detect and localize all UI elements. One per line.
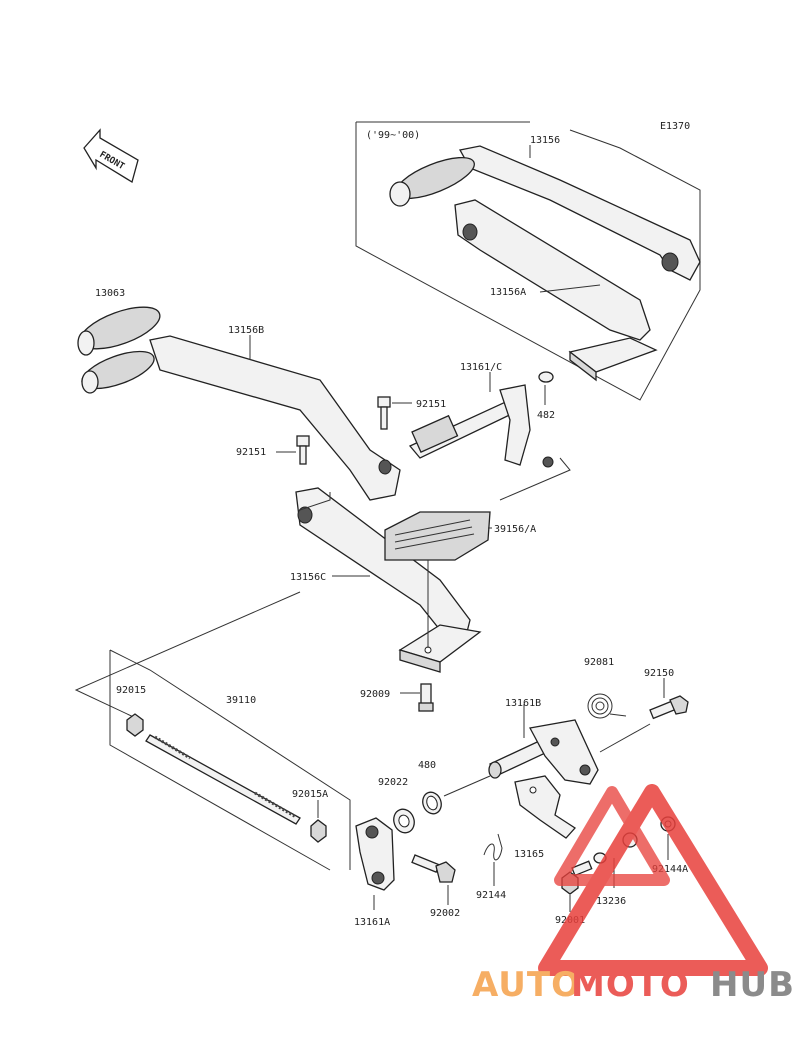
variant-note: ('99~'00) [366,130,420,141]
shift-shaft-13161C [408,384,554,468]
bolt-92009 [418,683,434,712]
callout-92009: 92009 [360,689,390,700]
callout-13161B: 13161B [505,698,541,709]
callout-92144: 92144 [476,890,506,901]
callout-39110: 39110 [226,695,256,706]
callout-92151-left: 92151 [236,447,266,458]
shift-pedal-13156B [81,335,401,501]
callout-13156A: 13156A [490,287,526,298]
callout-480: 480 [418,760,436,771]
spring-92144 [483,833,503,861]
triangle-logo-icon [538,784,768,976]
washer-92022 [393,808,415,834]
nut-92015 [126,713,144,737]
callout-13156C: 13156C [290,572,326,583]
callout-13156B: 13156B [228,325,264,336]
watermark-hub: HUB [710,965,795,1005]
callout-13165: 13165 [514,849,544,860]
callout-482: 482 [537,410,555,421]
automotohub-watermark: AUTO MOTO HUB [472,784,795,1005]
shift-plate-13165 [514,775,576,839]
circlip-482 [538,371,554,383]
spring-92081 [587,693,627,719]
callout-39156A: 39156/A [494,524,536,535]
brake-pedal-pad-39156A [384,511,491,561]
pin-92150 [649,695,689,720]
bolt-92002 [411,854,456,883]
callout-92150: 92150 [644,668,674,679]
bolt-92151-upper [377,396,391,430]
callout-92002: 92002 [430,908,460,919]
circlip-480 [422,791,442,815]
watermark-auto: AUTO [472,965,581,1005]
front-arrow-icon: FRONT [83,128,139,184]
shift-pedal-13156 [389,145,701,281]
callout-13161A: 13161A [354,917,390,928]
callout-13236: 13236 [596,896,626,907]
callout-92015: 92015 [116,685,146,696]
brake-pedal-13156A [454,199,658,382]
shift-lever-13161A [355,817,395,891]
callout-92144A: 92144A [652,864,688,875]
footpeg-rubber-13063 [77,306,161,356]
brake-pedal-13156C [295,487,482,673]
watermark-moto: MOTO [571,965,690,1005]
callout-13156: 13156 [530,135,560,146]
callout-92015A: 92015A [292,789,328,800]
nut-92015A [310,819,327,843]
bolt-92151-left [296,435,310,465]
callout-92151-upper: 92151 [416,399,446,410]
shift-shaft-13161B [488,719,599,785]
diagram-code: E1370 [660,121,690,132]
variant-inset-box [355,121,701,401]
callout-13161C: 13161/C [460,362,502,373]
tie-rod-39110 [145,734,301,825]
callout-13063: 13063 [95,288,125,299]
callout-92022: 92022 [378,777,408,788]
callout-92081: 92081 [584,657,614,668]
